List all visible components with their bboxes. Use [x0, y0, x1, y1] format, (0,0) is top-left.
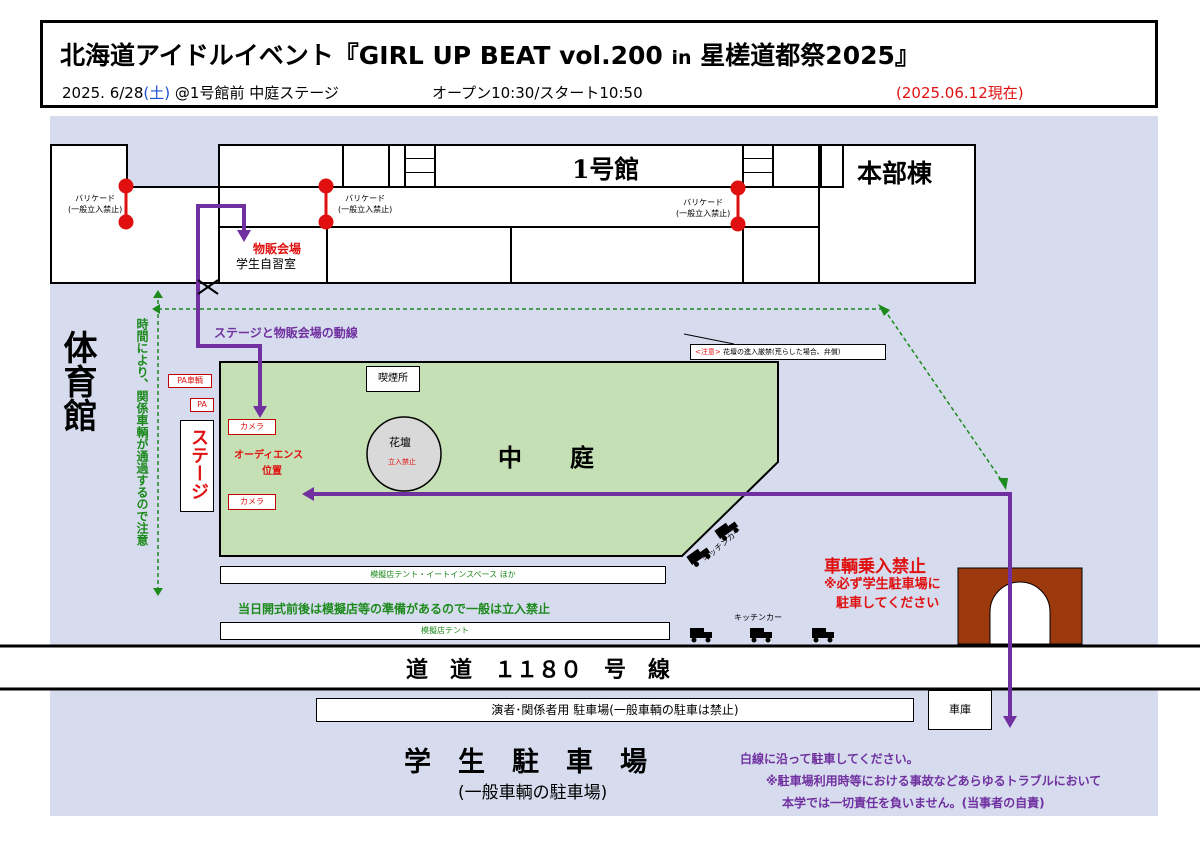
- dashed-arrow-up: [153, 290, 163, 298]
- student-parking-label: 学 生 駐 車 場: [404, 747, 647, 778]
- bldg-inner-line: [742, 228, 744, 284]
- tent-area: 模擬店テント: [220, 622, 670, 640]
- hq-notch: [820, 144, 844, 188]
- west-building: [50, 144, 128, 284]
- wall-diagonal-right: [197, 279, 219, 295]
- dashed-arrow-left: [152, 304, 160, 314]
- route-label: ステージと物販会場の動線: [214, 326, 358, 340]
- pa-vehicle-box: PA車輌: [168, 374, 212, 388]
- pa-box: PA: [190, 398, 214, 412]
- bldg-inner-line: [218, 226, 820, 228]
- road-band: [0, 646, 1200, 688]
- dashed-arrow-ne: [878, 304, 890, 316]
- bldg-inner-line: [326, 228, 328, 284]
- building-1: [218, 144, 820, 284]
- event-times: オープン10:30/スタート10:50: [432, 84, 643, 102]
- dashed-arrow-se: [998, 478, 1008, 490]
- stage-label: ステージ: [188, 428, 209, 500]
- courtyard-label: 中 庭: [498, 443, 594, 472]
- bldg-inner-line: [510, 228, 512, 284]
- route-to-merch: [196, 204, 262, 410]
- truck-icon: [750, 628, 772, 643]
- route-arrow-merch: [237, 230, 251, 242]
- no-vehicle-sub2: 駐車してください: [836, 596, 940, 611]
- kitchen-car-label: キッチンカー: [734, 613, 782, 622]
- audience-position-label: 位置: [262, 466, 282, 477]
- bldg-inner-line: [342, 144, 344, 188]
- study-room-label: 学生自習室: [236, 257, 297, 271]
- barricade-label-3: バリケード(一般立入禁止): [676, 198, 731, 218]
- truck-icon: [714, 521, 739, 541]
- stair-line: [404, 158, 436, 159]
- audience-label: オーディエンス: [234, 450, 304, 461]
- disclaimer-line1: ※駐車場利用時等における事故などあらゆるトラブルにおいて: [766, 774, 1102, 788]
- route-arrow-parking: [1003, 716, 1017, 728]
- route-from-parking: [312, 492, 1012, 720]
- camera-box-2: カメラ: [228, 494, 276, 510]
- headquarters-building: [818, 144, 976, 284]
- route-arrow-audience: [302, 487, 314, 501]
- no-vehicle-sub1: ※必ず学生駐車場に: [824, 577, 941, 592]
- tunnel-opening: [989, 581, 1051, 645]
- info-as-of-date: (2025.06.12現在): [896, 84, 1024, 102]
- stage-box: [180, 420, 214, 512]
- stair-line: [742, 158, 774, 159]
- headquarters-label: 本部棟: [857, 159, 933, 188]
- staff-parking: 演者･関係者用 駐車場(一般車輌の駐車は禁止): [316, 698, 914, 722]
- stair-line: [742, 172, 774, 173]
- stairs-left: [404, 144, 436, 188]
- barricade-label-2: バリケード(一般立入禁止): [338, 194, 393, 214]
- building-1-label: 1号館: [572, 155, 640, 184]
- merch-venue-label: 物販会場: [253, 242, 302, 256]
- vehicle-passing-note: 時間により、関係車輌が通過するので注意: [135, 318, 149, 546]
- student-parking-sub: (一般車輌の駐車場): [458, 783, 608, 803]
- header-box: [40, 20, 1158, 108]
- flowerbed-circle: [366, 416, 442, 492]
- disclaimer-line2: 本学では一切責任を負いません。(当事者の自責): [782, 796, 1045, 810]
- truck-icon: [686, 547, 711, 567]
- caution-box: <注意> 花壇の進入厳禁(荒らした場合、弁償): [690, 344, 886, 360]
- caution-pointer: [683, 333, 735, 345]
- courtyard-area: [219, 361, 779, 557]
- truck-icon: [690, 628, 712, 643]
- bldg-inner-line: [218, 186, 820, 188]
- no-vehicle-title: 車輌乗入禁止: [824, 557, 926, 577]
- route-arrow-camera: [253, 406, 267, 418]
- smoking-area: 喫煙所: [366, 366, 420, 392]
- dashed-diagonal: [883, 308, 1005, 485]
- dashed-arrow-down: [153, 588, 163, 596]
- camera-box-1: カメラ: [228, 419, 276, 435]
- bldg-inner-line: [388, 144, 390, 188]
- flowerbed-no-entry: 立入禁止: [388, 458, 416, 466]
- garage: 車庫: [928, 690, 992, 730]
- truck-icon: [812, 628, 834, 643]
- event-date: 2025. 6/28(土) @1号館前 中庭ステージ: [62, 84, 339, 102]
- tent-eat-in-area: 模擬店テント・イートインスペース ほか: [220, 566, 666, 584]
- flowerbed-label: 花壇: [389, 436, 411, 449]
- road-name: 道 道 １１８０ 号 線: [406, 657, 671, 683]
- stairs-right: [742, 144, 774, 188]
- barricade-label-1: バリケード(一般立入禁止): [68, 194, 123, 214]
- tent-notice: 当日開式前後は模擬店等の準備があるので一般は立入禁止: [238, 602, 551, 616]
- event-title: 北海道アイドルイベント『GIRL UP BEAT vol.200 in 星槎道都…: [60, 41, 920, 70]
- parking-instruction: 白線に沿って駐車してください。: [740, 752, 919, 766]
- stair-line: [404, 172, 436, 173]
- gymnasium-label: 体育館: [57, 330, 97, 432]
